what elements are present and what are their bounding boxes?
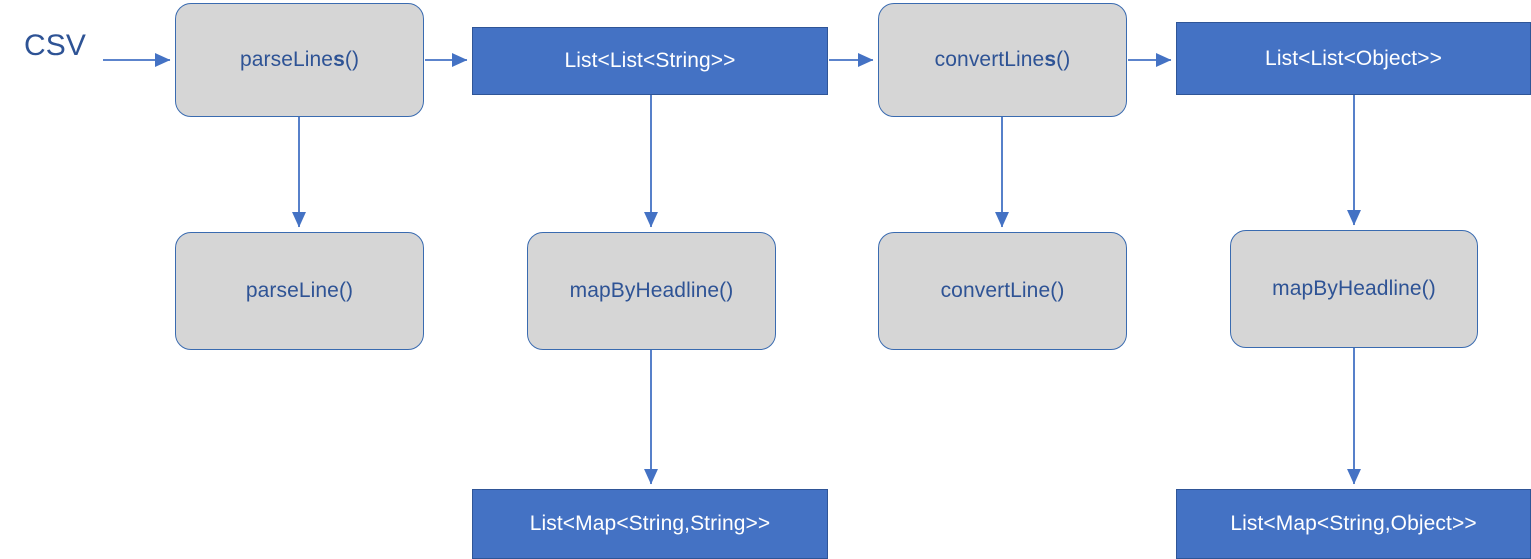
node-parse-lines[interactable]: parseLines() — [175, 3, 424, 117]
node-convert-lines-label: convertLines() — [935, 48, 1071, 72]
node-parse-line-label: parseLine() — [245, 279, 354, 302]
node-parse-line[interactable]: parseLine() — [175, 232, 424, 350]
node-parse-lines-label: parseLines() — [240, 48, 359, 72]
node-parse-lines-label-emphasis: s — [333, 48, 345, 71]
node-convert-lines-label-suffix: () — [1056, 48, 1071, 71]
node-map-by-headline-right-label: mapByHeadline() — [1272, 277, 1436, 300]
node-convert-lines-label-emphasis: s — [1044, 48, 1057, 71]
node-map-by-headline-right[interactable]: mapByHeadline() — [1230, 230, 1478, 348]
node-list-list-object[interactable]: List<List<Object>> — [1176, 22, 1531, 95]
node-convert-lines-label-prefix: convertLine — [934, 48, 1045, 71]
node-list-map-string-object[interactable]: List<Map<String,Object>> — [1176, 489, 1531, 559]
node-list-map-string-object-label: List<Map<String,Object>> — [1230, 512, 1477, 535]
node-csv-label: CSV — [24, 29, 86, 62]
node-convert-line-label: convertLine() — [940, 279, 1065, 302]
node-csv[interactable]: CSV — [8, 3, 102, 117]
node-convert-line[interactable]: convertLine() — [878, 232, 1127, 350]
node-parse-lines-label-prefix: parseLine — [239, 48, 334, 71]
node-convert-lines[interactable]: convertLines() — [878, 3, 1127, 117]
node-list-list-object-label: List<List<Object>> — [1265, 46, 1442, 70]
node-map-by-headline-left-label: mapByHeadline() — [569, 279, 734, 302]
node-list-list-string-label: List<List<String>> — [564, 49, 736, 72]
node-list-map-string-string-label: List<Map<String,String>> — [529, 512, 771, 535]
node-list-list-string[interactable]: List<List<String>> — [472, 27, 828, 95]
node-parse-lines-label-suffix: () — [344, 48, 360, 71]
node-map-by-headline-left[interactable]: mapByHeadline() — [527, 232, 776, 350]
node-list-map-string-string[interactable]: List<Map<String,String>> — [472, 489, 828, 559]
